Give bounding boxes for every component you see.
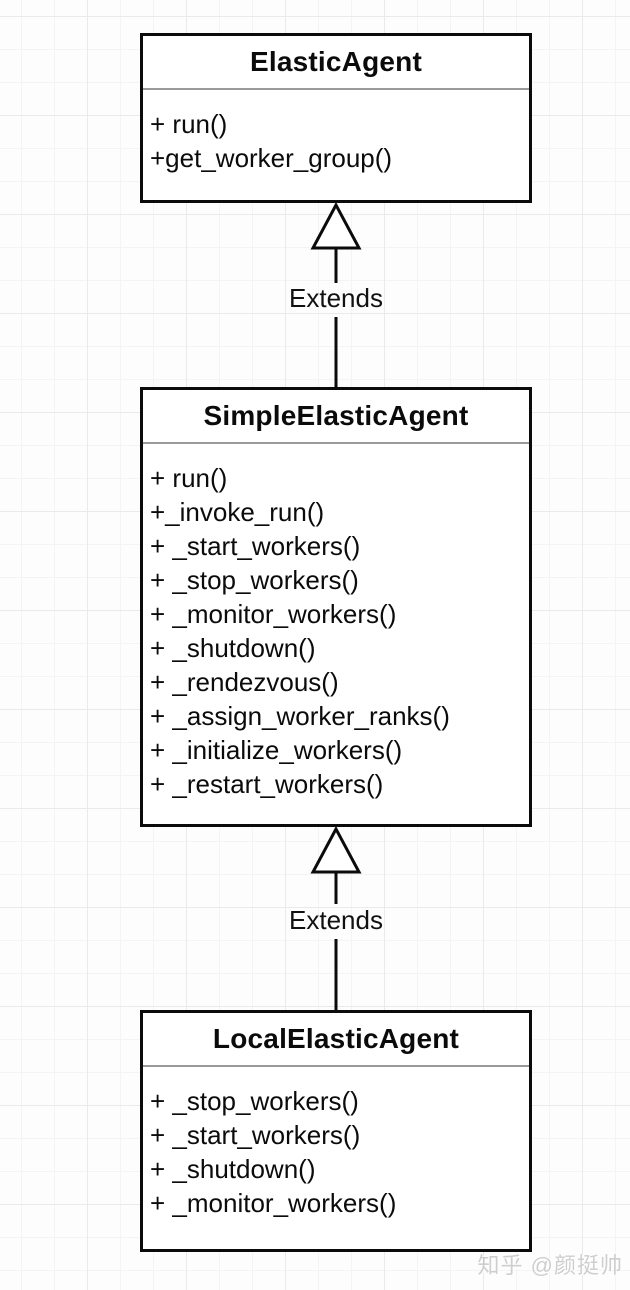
- hollow-triangle-arrowhead: [310, 825, 362, 874]
- class-title-simpleelasticagent: SimpleElasticAgent: [143, 390, 529, 444]
- class-methods-simpleelasticagent: + run() +_invoke_run() + _start_workers(…: [143, 444, 529, 801]
- method-item: + _stop_workers(): [150, 1086, 359, 1116]
- class-title-localelasticagent: LocalElasticAgent: [143, 1013, 529, 1067]
- method-item: + run(): [150, 463, 228, 493]
- extends-label: Extends: [289, 283, 383, 313]
- method-item: + _monitor_workers(): [150, 1188, 397, 1218]
- method-item: + _rendezvous(): [150, 667, 339, 697]
- method-item: + _shutdown(): [150, 633, 316, 663]
- extends-label: Extends: [289, 905, 383, 935]
- hollow-triangle-arrowhead: [310, 201, 362, 250]
- class-methods-elasticagent: + run() +get_worker_group(): [143, 90, 529, 175]
- watermark-text: 知乎 @颜挺帅: [477, 1253, 623, 1278]
- method-item: + run(): [150, 109, 228, 139]
- class-box-elasticagent: ElasticAgent + run() +get_worker_group(): [140, 33, 532, 203]
- method-item: + _assign_worker_ranks(): [150, 701, 450, 731]
- class-methods-localelasticagent: + _stop_workers() + _start_workers() + _…: [143, 1067, 529, 1220]
- method-item: + _monitor_workers(): [150, 599, 397, 629]
- method-item: + _shutdown(): [150, 1154, 316, 1184]
- class-box-localelasticagent: LocalElasticAgent + _stop_workers() + _s…: [140, 1010, 532, 1252]
- method-item: + _stop_workers(): [150, 565, 359, 595]
- method-item: +get_worker_group(): [150, 143, 393, 173]
- class-title-elasticagent: ElasticAgent: [143, 36, 529, 90]
- class-box-simpleelasticagent: SimpleElasticAgent + run() +_invoke_run(…: [140, 387, 532, 827]
- method-item: +_invoke_run(): [150, 497, 325, 527]
- method-item: + _start_workers(): [150, 1120, 361, 1150]
- method-item: + _initialize_workers(): [150, 735, 403, 765]
- method-item: + _start_workers(): [150, 531, 361, 561]
- method-item: + _restart_workers(): [150, 769, 384, 799]
